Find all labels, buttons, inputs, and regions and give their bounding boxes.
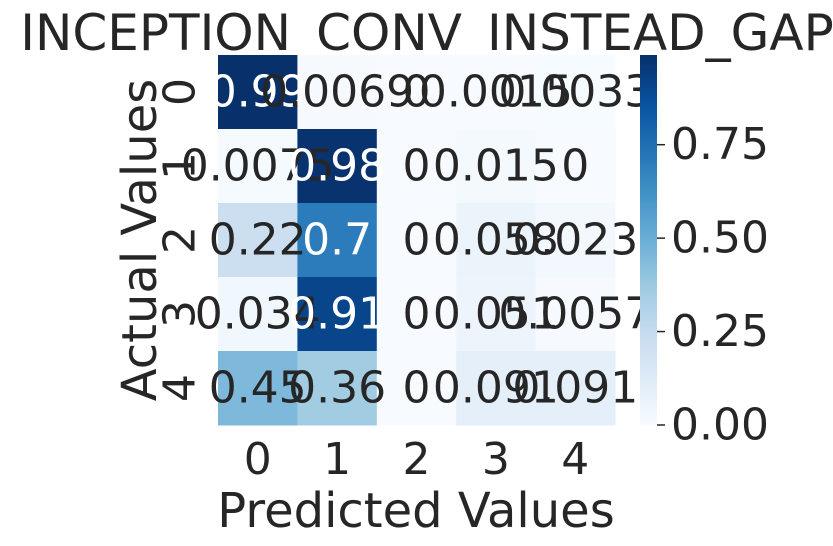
- heatmap-cell-label-r3-c4: 0.0057: [498, 289, 652, 340]
- heatmap-cell-label-r4-c4: 0.091: [512, 363, 638, 414]
- heatmap-cell-label-r2-c4: 0.023: [512, 215, 638, 266]
- x-tick-label-2: 2: [403, 434, 431, 485]
- y-tick-label-0: 0: [155, 78, 206, 106]
- heatmap-cell-r1-c2: [376, 129, 457, 204]
- chart-title: INCEPTION_CONV_INSTEAD_GAP: [20, 4, 833, 62]
- heatmap-cell-label-r3-c3: 0.051: [433, 289, 559, 340]
- y-tick-label-4: 4: [155, 374, 206, 402]
- heatmap-cells: [218, 55, 616, 426]
- heatmap-cell-r4-c2: [376, 351, 457, 426]
- heatmap-cell-label-r2-c1: 0.7: [302, 215, 372, 266]
- heatmap-cell-label-r1-c1: 0.98: [288, 141, 386, 192]
- heatmap-cell-label-r2-c0: 0.22: [209, 215, 307, 266]
- heatmap-cell-r3-c2: [376, 277, 457, 352]
- y-axis-ticks: 0 1 2 3 4: [155, 78, 206, 402]
- colorbar-ticks: 0.00 0.25 0.50 0.75: [657, 119, 769, 451]
- heatmap-cell-r0-c2: [376, 55, 457, 130]
- heatmap-cell-label-r3-c1: 0.91: [288, 289, 386, 340]
- heatmap-cell-r4-c3: [456, 351, 537, 426]
- heatmap-cell-label-r0-c0: 0.99: [209, 67, 307, 118]
- x-tick-label-3: 3: [482, 434, 510, 485]
- x-tick-label-0: 0: [244, 434, 272, 485]
- x-tick-label-4: 4: [561, 434, 589, 485]
- colorbar-tick-label-0.50: 0.50: [671, 213, 769, 264]
- heatmap-cell-r4-c0: [218, 351, 298, 426]
- heatmap-cell-label-r2-c2: 0: [403, 215, 431, 266]
- heatmap-cell-r3-c0: [218, 277, 298, 352]
- heatmap-cell-label-r4-c1: 0.36: [288, 363, 386, 414]
- heatmap-cell-label-r3-c2: 0: [403, 289, 431, 340]
- heatmap-cell-r2-c3: [456, 203, 537, 278]
- heatmap-cell-r0-c1: [297, 55, 378, 130]
- colorbar-tick-label-0.00: 0.00: [671, 400, 769, 451]
- heatmap-cell-r4-c4: [535, 351, 616, 426]
- heatmap-cell-r4-c1: [297, 351, 378, 426]
- heatmap-cell-label-r1-c0: 0.0075: [181, 141, 335, 192]
- y-tick-label-3: 3: [155, 300, 206, 328]
- y-tick-label-2: 2: [155, 226, 206, 254]
- heatmap-cell-label-r4-c0: 0.45: [209, 363, 307, 414]
- heatmap-cell-label-r3-c0: 0.034: [195, 289, 321, 340]
- heatmap-cell-label-r0-c3: 0.0015: [419, 67, 573, 118]
- colorbar-tick-label-0.25: 0.25: [671, 306, 769, 357]
- heatmap-cell-r2-c4: [535, 203, 616, 278]
- heatmap-cell-r0-c0: [218, 55, 298, 130]
- heatmap-cell-r3-c3: [456, 277, 537, 352]
- heatmap-cell-label-r2-c3: 0.058: [433, 215, 559, 266]
- heatmap-cell-r1-c3: [456, 129, 537, 204]
- heatmap-cell-r2-c2: [376, 203, 457, 278]
- heatmap-cell-label-r1-c3: 0.015: [433, 141, 559, 192]
- x-axis-label: Predicted Values: [217, 483, 614, 539]
- y-tick-label-1: 1: [155, 152, 206, 180]
- heatmap-cell-r1-c1: [297, 129, 378, 204]
- heatmap-cell-r3-c4: [535, 277, 616, 352]
- heatmap-cell-r2-c1: [297, 203, 378, 278]
- heatmap-cell-label-r4-c2: 0: [403, 363, 431, 414]
- x-tick-label-1: 1: [323, 434, 351, 485]
- heatmap-cell-r0-c3: [456, 55, 537, 130]
- heatmap-cell-label-r4-c3: 0.091: [433, 363, 559, 414]
- colorbar-tick-label-0.75: 0.75: [671, 119, 769, 170]
- heatmap-cell-label-r0-c4: 0.0033: [498, 67, 652, 118]
- y-axis-label: Actual Values: [112, 79, 168, 401]
- heatmap-cell-r3-c1: [297, 277, 378, 352]
- heatmap-cell-label-r1-c2: 0: [403, 141, 431, 192]
- heatmap-cell-r2-c0: [218, 203, 298, 278]
- heatmap-cell-label-r0-c2: 0: [403, 67, 431, 118]
- heatmap-cell-r0-c4: [535, 55, 616, 130]
- heatmap-cell-r1-c4: [535, 129, 616, 204]
- heatmap-cell-label-r0-c1: 0.0069: [260, 67, 414, 118]
- heatmap-cell-r1-c0: [218, 129, 298, 204]
- heatmap-cell-label-r1-c4: 0: [561, 141, 589, 192]
- colorbar: [640, 55, 657, 425]
